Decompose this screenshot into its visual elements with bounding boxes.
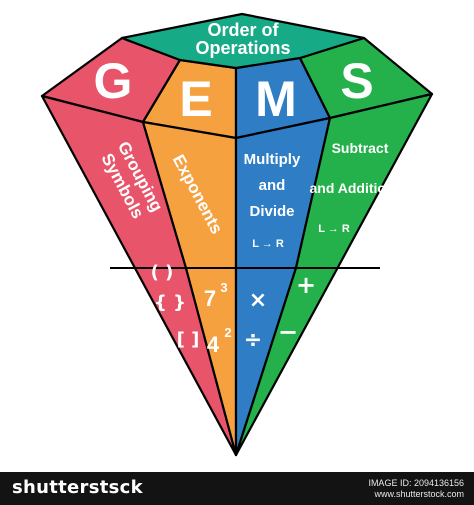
image-url-text: www.shutterstock.com xyxy=(374,489,464,499)
title-line-2: Operations xyxy=(195,38,290,58)
letter-s: S xyxy=(340,53,373,109)
multiply-label-line-3: Divide xyxy=(249,203,294,220)
divide-sign: ÷ xyxy=(244,328,262,353)
gems-diagram: Order of Operations G E M S Grouping Sym… xyxy=(40,12,434,457)
multiply-label-line-2: and xyxy=(259,177,286,194)
title-line-1: Order of xyxy=(207,20,279,40)
multiply-direction-note: L → R xyxy=(252,238,284,250)
subtract-label-line-2: and Addition xyxy=(309,180,394,196)
symbol-braces: { } xyxy=(154,292,186,313)
symbol-brackets: [ ] xyxy=(177,329,200,350)
symbol-parentheses: ( ) xyxy=(151,262,174,283)
subtract-label-line-1: Subtract xyxy=(332,140,389,156)
image-id-block: IMAGE ID: 2094136156 www.shutterstock.co… xyxy=(368,478,464,500)
subtract-direction-note: L → R xyxy=(318,223,350,235)
exponent-base-4: 4 xyxy=(207,332,220,357)
exponent-power-3: 3 xyxy=(220,280,227,295)
letter-m: M xyxy=(255,71,297,127)
facet-s-pavilion xyxy=(234,92,434,457)
image-id-text: IMAGE ID: 2094136156 xyxy=(368,478,464,488)
multiply-sign: × xyxy=(249,288,267,313)
letter-g: G xyxy=(94,53,133,109)
multiply-label-line-1: Multiply xyxy=(244,151,301,168)
minus-sign: − xyxy=(278,318,298,346)
letter-e: E xyxy=(179,71,212,127)
shutterstock-logo: shutterstsck xyxy=(12,477,143,498)
footer-bar: shutterstsck IMAGE ID: 2094136156 www.sh… xyxy=(0,472,474,505)
top-facet xyxy=(120,12,366,70)
exponent-power-2: 2 xyxy=(224,325,231,340)
exponent-base-7: 7 xyxy=(204,286,216,311)
plus-sign: + xyxy=(296,271,316,299)
